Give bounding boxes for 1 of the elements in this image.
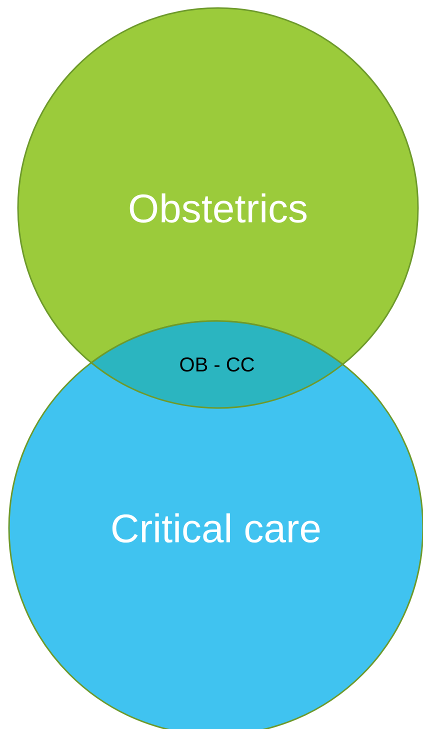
- overlap-region: OB - CC: [90, 320, 344, 409]
